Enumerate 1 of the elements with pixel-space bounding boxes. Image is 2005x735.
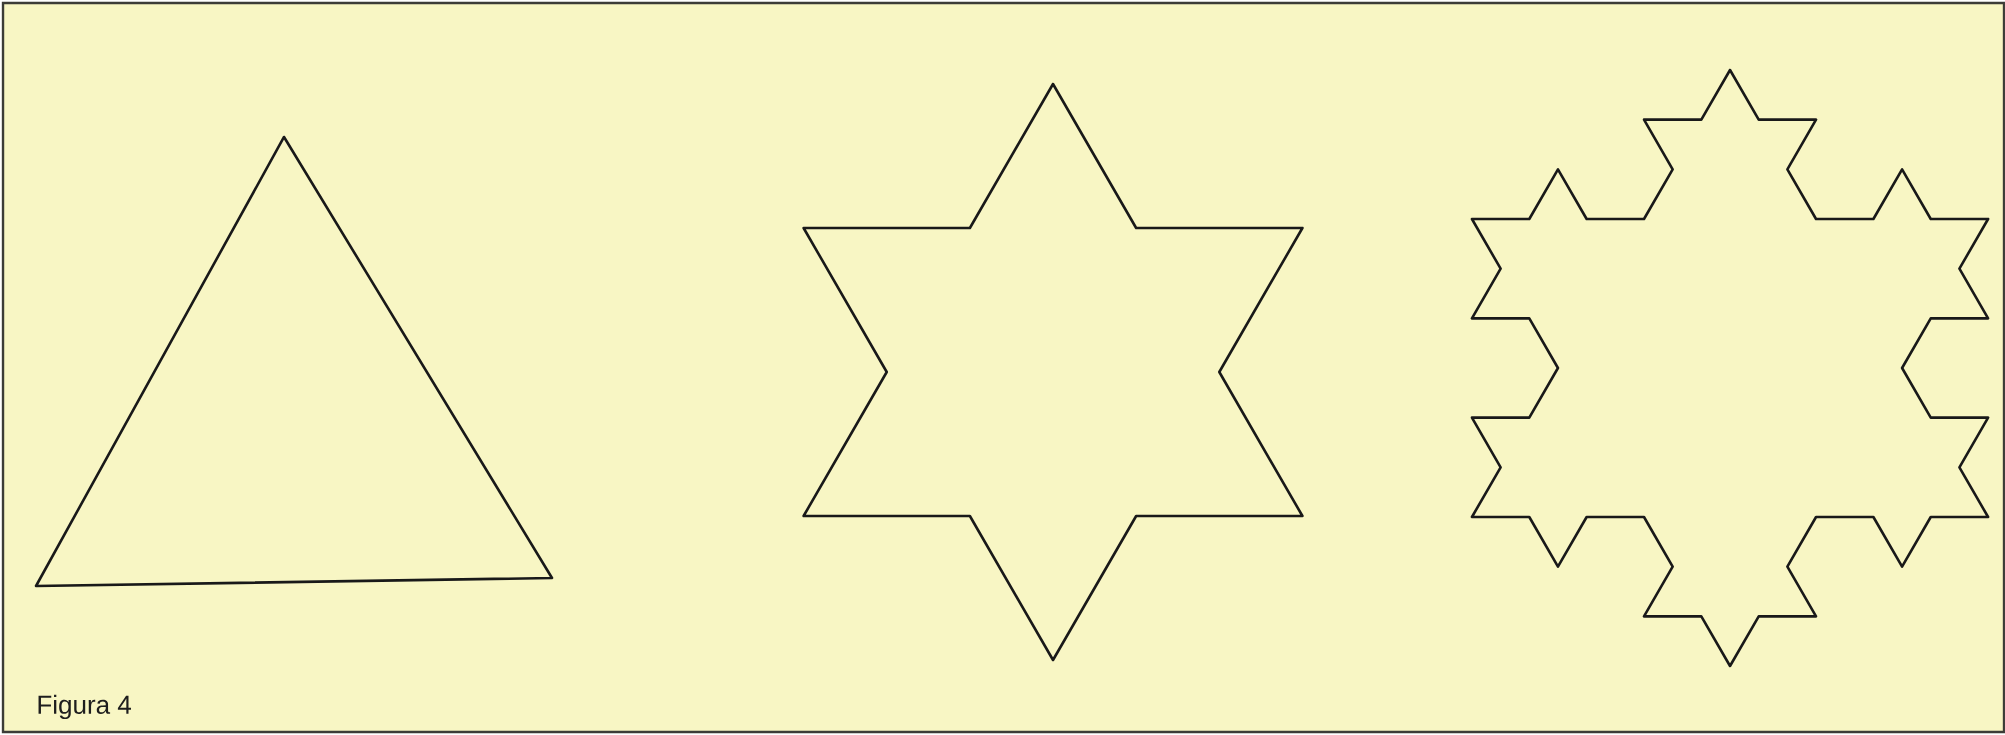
figure-label: Figura 4 — [38, 694, 131, 720]
